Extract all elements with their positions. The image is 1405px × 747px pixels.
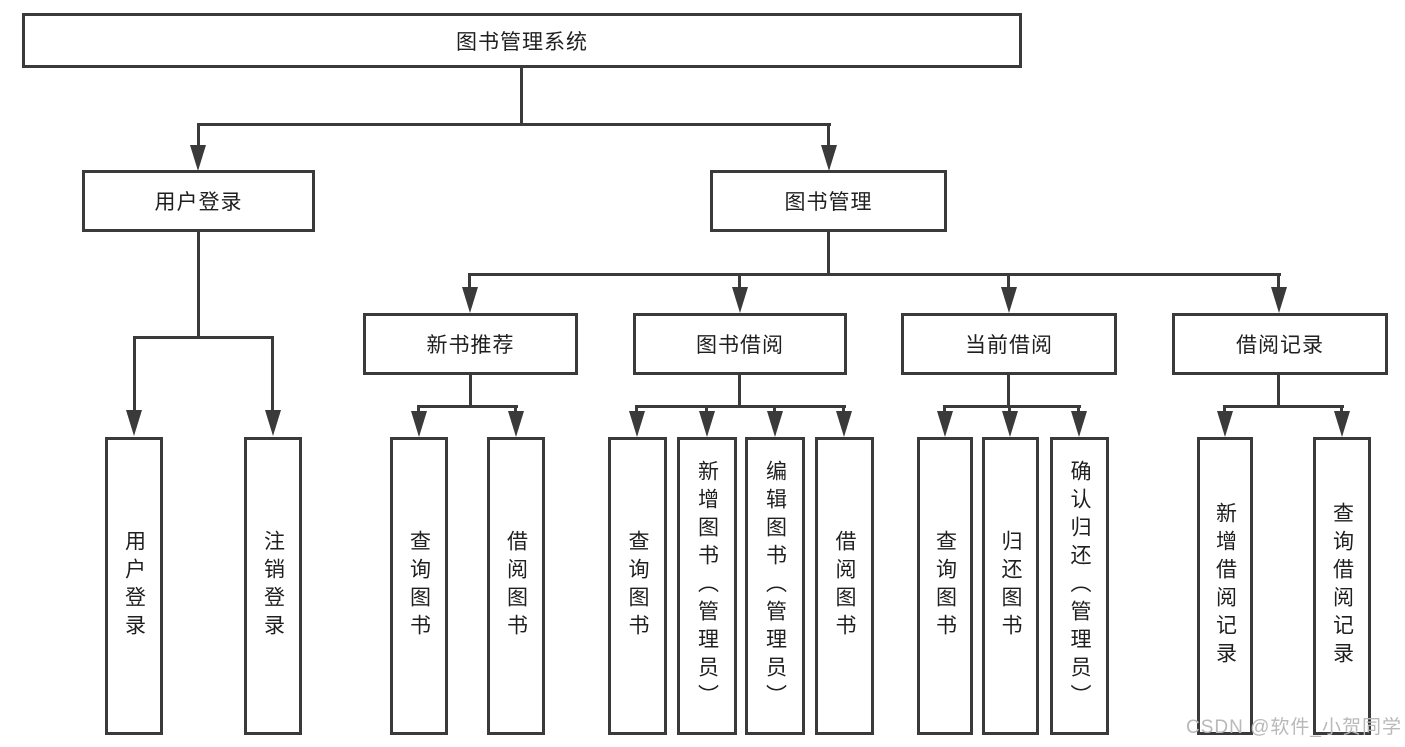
node-user-login-label: 用户登录	[154, 191, 243, 214]
node-current-borrow: 当前借阅	[901, 313, 1117, 375]
connector-line	[827, 232, 830, 276]
connector-line	[197, 123, 200, 148]
leaf-recommend-borrow-book: 借阅图书	[487, 437, 545, 735]
connector-line	[197, 232, 200, 339]
node-library-system-label: 图书管理系统	[456, 30, 588, 54]
node-borrow-record-label: 借阅记录	[1236, 334, 1324, 357]
connector-line	[738, 375, 741, 407]
arrow-down-icon	[126, 410, 142, 436]
watermark: CSDN @软件_小贺同学	[1186, 717, 1402, 738]
leaf-borrow-book: 借阅图书	[815, 437, 874, 735]
arrow-down-icon	[265, 410, 281, 436]
connector-line	[1340, 405, 1343, 415]
arrow-down-icon	[629, 411, 645, 437]
leaf-confirm-return-admin-label: 确认归还（管理员）	[1068, 460, 1091, 712]
arrow-down-icon	[836, 411, 852, 437]
node-book-management-label: 图书管理	[784, 191, 873, 214]
connector-line	[133, 336, 136, 412]
connector-line	[133, 336, 274, 339]
connector-line	[943, 405, 1081, 408]
arrow-down-icon	[1001, 287, 1017, 313]
node-book-borrow: 图书借阅	[633, 313, 847, 375]
arrow-down-icon	[1334, 411, 1350, 437]
connector-line	[1007, 273, 1010, 291]
connector-line	[943, 405, 946, 415]
node-new-book-recommend: 新书推荐	[363, 313, 578, 375]
arrow-down-icon	[462, 287, 478, 313]
connector-line	[1277, 273, 1280, 291]
leaf-logout-label: 注销登录	[261, 530, 285, 642]
connector-line	[417, 405, 518, 408]
connector-line	[1077, 405, 1080, 415]
node-user-login: 用户登录	[82, 170, 315, 232]
leaf-return-book-label: 归还图书	[999, 530, 1022, 642]
arrow-down-icon	[937, 411, 953, 437]
arrow-down-icon	[508, 411, 524, 437]
connector-line	[1223, 405, 1344, 408]
connector-line	[635, 405, 638, 415]
arrow-down-icon	[190, 145, 206, 171]
leaf-query-borrow-record: 查询借阅记录	[1313, 437, 1371, 735]
connector-line	[1007, 375, 1010, 407]
leaf-query-borrow-record-label: 查询借阅记录	[1330, 502, 1354, 670]
connector-line	[635, 405, 846, 408]
arrow-down-icon	[411, 411, 427, 437]
leaf-recommend-borrow-book-label: 借阅图书	[504, 530, 528, 642]
leaf-add-borrow-record-label: 新增借阅记录	[1213, 502, 1237, 670]
arrow-down-icon	[1271, 287, 1287, 313]
arrow-down-icon	[699, 411, 715, 437]
arrow-down-icon	[1071, 411, 1087, 437]
node-current-borrow-label: 当前借阅	[965, 334, 1053, 357]
leaf-add-borrow-record: 新增借阅记录	[1197, 437, 1253, 735]
leaf-user-login: 用户登录	[105, 437, 163, 735]
connector-line	[738, 273, 741, 291]
leaf-edit-book-admin-label: 编辑图书（管理员）	[763, 460, 787, 712]
arrow-down-icon	[821, 145, 837, 171]
node-borrow-record: 借阅记录	[1172, 313, 1388, 375]
arrow-down-icon	[767, 411, 783, 437]
connector-line	[468, 273, 1281, 276]
connector-line	[468, 273, 471, 291]
connector-line	[842, 405, 845, 415]
connector-line	[197, 123, 831, 126]
leaf-recommend-query-book: 查询图书	[390, 437, 448, 735]
connector-line	[520, 68, 523, 125]
node-book-borrow-label: 图书借阅	[696, 334, 784, 357]
leaf-recommend-query-book-label: 查询图书	[407, 530, 431, 642]
connector-line	[1008, 405, 1011, 415]
arrow-down-icon	[1002, 411, 1018, 437]
arrow-down-icon	[732, 287, 748, 313]
leaf-add-book-admin-label: 新增图书（管理员）	[695, 460, 719, 712]
connector-line	[827, 123, 830, 148]
connector-line	[1223, 405, 1226, 415]
leaf-confirm-return-admin: 确认归还（管理员）	[1050, 437, 1109, 735]
connector-line	[417, 405, 420, 415]
node-new-book-recommend-label: 新书推荐	[426, 334, 515, 357]
leaf-return-book: 归还图书	[982, 437, 1039, 735]
leaf-borrow-query-book-label: 查询图书	[626, 530, 649, 642]
leaf-borrow-query-book: 查询图书	[608, 437, 667, 735]
leaf-current-query-book: 查询图书	[917, 437, 973, 735]
leaf-borrow-book-label: 借阅图书	[833, 530, 856, 642]
connector-line	[469, 375, 472, 407]
connector-line	[773, 405, 776, 415]
connector-line	[705, 405, 708, 415]
leaf-add-book-admin: 新增图书（管理员）	[677, 437, 737, 735]
leaf-current-query-book-label: 查询图书	[933, 530, 957, 642]
connector-line	[1277, 375, 1280, 407]
node-library-system: 图书管理系统	[22, 13, 1022, 68]
arrow-down-icon	[1217, 411, 1233, 437]
connector-line	[271, 336, 274, 412]
leaf-edit-book-admin: 编辑图书（管理员）	[745, 437, 805, 735]
leaf-user-login-label: 用户登录	[122, 530, 146, 642]
connector-line	[514, 405, 517, 415]
leaf-logout: 注销登录	[244, 437, 302, 735]
node-book-management: 图书管理	[710, 170, 947, 232]
